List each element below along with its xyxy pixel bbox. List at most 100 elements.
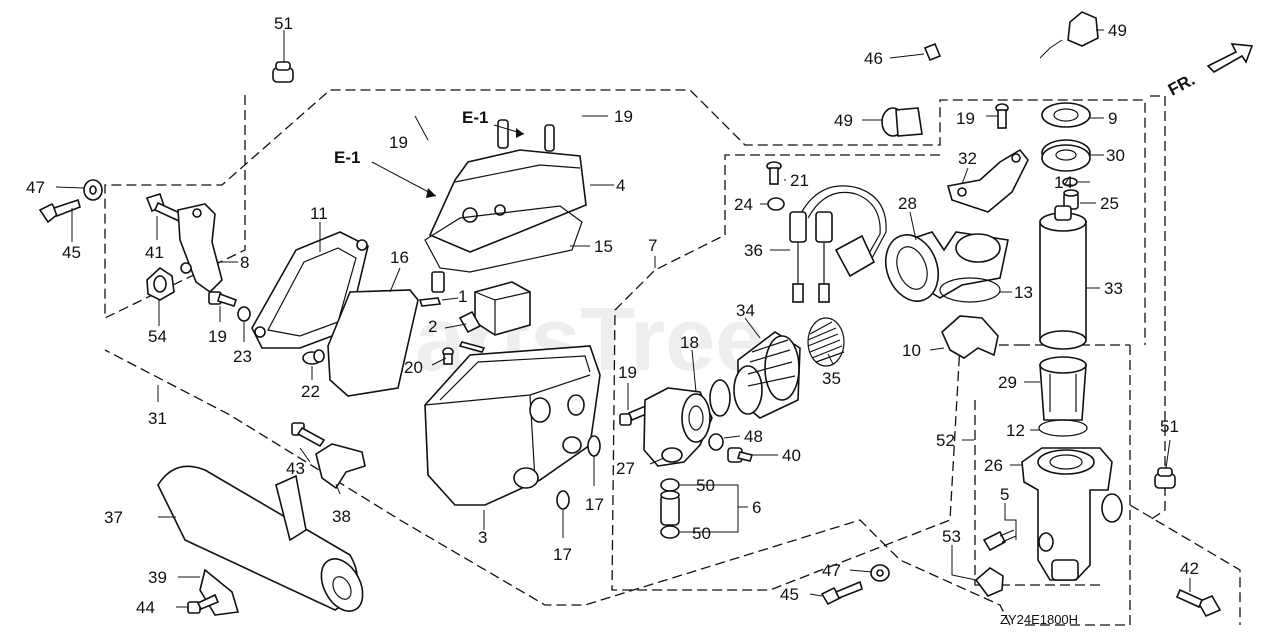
callout-47-left: 47 — [26, 178, 45, 197]
o-ring-12 — [1038, 419, 1088, 437]
washer-47-bottom — [870, 564, 890, 582]
callout-51-right: 51 — [1160, 417, 1179, 436]
float-1 — [474, 281, 531, 336]
joint-6 — [660, 490, 680, 526]
cap-25 — [1063, 189, 1079, 210]
callout-20: 20 — [404, 358, 423, 377]
fuel-filter-37 — [157, 465, 364, 612]
callout-25: 25 — [1100, 194, 1119, 213]
callout-31: 31 — [148, 409, 167, 428]
washer-23 — [237, 306, 251, 322]
bolt-19-right — [995, 103, 1009, 129]
grommet-49-top — [1067, 11, 1099, 47]
ref-e1-left: E-1 — [334, 148, 360, 167]
sensor-harness-36 — [789, 185, 887, 303]
float-pin-2 — [418, 271, 486, 353]
callout-12: 12 — [1006, 421, 1025, 440]
callout-44: 44 — [136, 598, 155, 617]
callout-10: 10 — [902, 341, 921, 360]
grommet-54 — [146, 266, 175, 301]
clip-46 — [923, 42, 942, 62]
assembly-outline-main — [104, 89, 1146, 626]
callout-49-top: 49 — [1108, 21, 1127, 40]
callout-45-bottom: 45 — [780, 585, 799, 604]
callout-17-lower: 17 — [553, 545, 572, 564]
callout-labels: 51 47 45 41 8 54 19 23 11 16 22 31 E-1 E… — [26, 14, 1199, 617]
ref-e1-top: E-1 — [462, 108, 488, 127]
callout-45-left: 45 — [62, 243, 81, 262]
callout-1: 1 — [458, 287, 467, 306]
gasket-15 — [424, 205, 583, 273]
front-direction-arrow: FR. — [1165, 43, 1254, 100]
washer-47-left — [83, 179, 103, 201]
callout-38: 38 — [332, 507, 351, 526]
callout-19-left: 19 — [208, 327, 227, 346]
bracket-8 — [177, 203, 223, 294]
callout-26: 26 — [984, 456, 1003, 475]
bolt-21 — [766, 161, 782, 185]
strainer-29 — [1039, 356, 1087, 421]
washer-24 — [767, 197, 785, 211]
callout-5: 5 — [1000, 485, 1009, 504]
ring-14 — [1062, 177, 1078, 187]
pump-joint-28 — [884, 231, 1009, 302]
pump-cover-30 — [1041, 139, 1091, 172]
callout-50-upper: 50 — [696, 476, 715, 495]
damper-10 — [941, 315, 999, 359]
bolt-45-bottom — [820, 580, 863, 606]
callout-2: 2 — [428, 317, 437, 336]
washer-48 — [708, 433, 724, 451]
callout-29: 29 — [998, 373, 1017, 392]
front-direction-label: FR. — [1165, 70, 1198, 100]
bolt-41 — [145, 193, 184, 223]
callout-9: 9 — [1108, 109, 1117, 128]
bolt-cap-51-right — [1154, 467, 1176, 489]
callout-50-lower: 50 — [692, 524, 711, 543]
callout-14: 14 — [1054, 173, 1073, 192]
bracket-32 — [946, 148, 1029, 213]
bolt-42 — [1175, 588, 1222, 618]
pump-housing-26 — [1021, 447, 1123, 581]
bolt-40 — [727, 447, 754, 463]
callout-36: 36 — [744, 241, 763, 260]
callout-24: 24 — [734, 195, 753, 214]
callout-22: 22 — [301, 382, 320, 401]
grommet-53 — [974, 567, 1004, 597]
callout-34: 34 — [736, 301, 755, 320]
callout-11: 11 — [310, 204, 328, 223]
callout-18: 18 — [680, 333, 699, 352]
float-chamber-3 — [424, 345, 601, 506]
o-ring-18 — [709, 379, 731, 417]
callout-30: 30 — [1106, 146, 1125, 165]
seal-9 — [1041, 102, 1091, 128]
callout-27: 27 — [616, 459, 635, 478]
callout-47-bottom: 47 — [822, 561, 841, 580]
callout-23: 23 — [233, 347, 252, 366]
callout-49-mid: 49 — [834, 111, 853, 130]
bolt-43 — [291, 422, 326, 448]
assembly-outline-filter — [611, 154, 1020, 591]
callout-37: 37 — [104, 508, 123, 527]
callout-52: 52 — [936, 431, 955, 450]
callout-54: 54 — [148, 327, 167, 346]
callout-43: 43 — [286, 459, 305, 478]
o-ring-50b — [660, 525, 680, 539]
o-ring-13 — [939, 277, 1001, 303]
callout-13: 13 — [1014, 283, 1033, 302]
callout-51-top: 51 — [274, 14, 293, 33]
callout-35: 35 — [822, 369, 841, 388]
o-ring-17a — [587, 435, 601, 457]
callout-6: 6 — [752, 498, 761, 517]
gasket-16 — [327, 289, 419, 397]
callout-48: 48 — [744, 427, 763, 446]
ref-e1-arrow-top — [493, 124, 525, 138]
callout-28: 28 — [898, 194, 917, 213]
callout-33: 33 — [1104, 279, 1123, 298]
callout-19-cover: 19 — [389, 133, 408, 152]
callout-15: 15 — [594, 237, 613, 256]
callout-7: 7 — [648, 236, 657, 255]
band-39 — [199, 568, 240, 616]
callout-21: 21 — [790, 171, 809, 190]
fuel-pump-33 — [1039, 205, 1087, 350]
leader-lines — [55, 29, 1191, 608]
